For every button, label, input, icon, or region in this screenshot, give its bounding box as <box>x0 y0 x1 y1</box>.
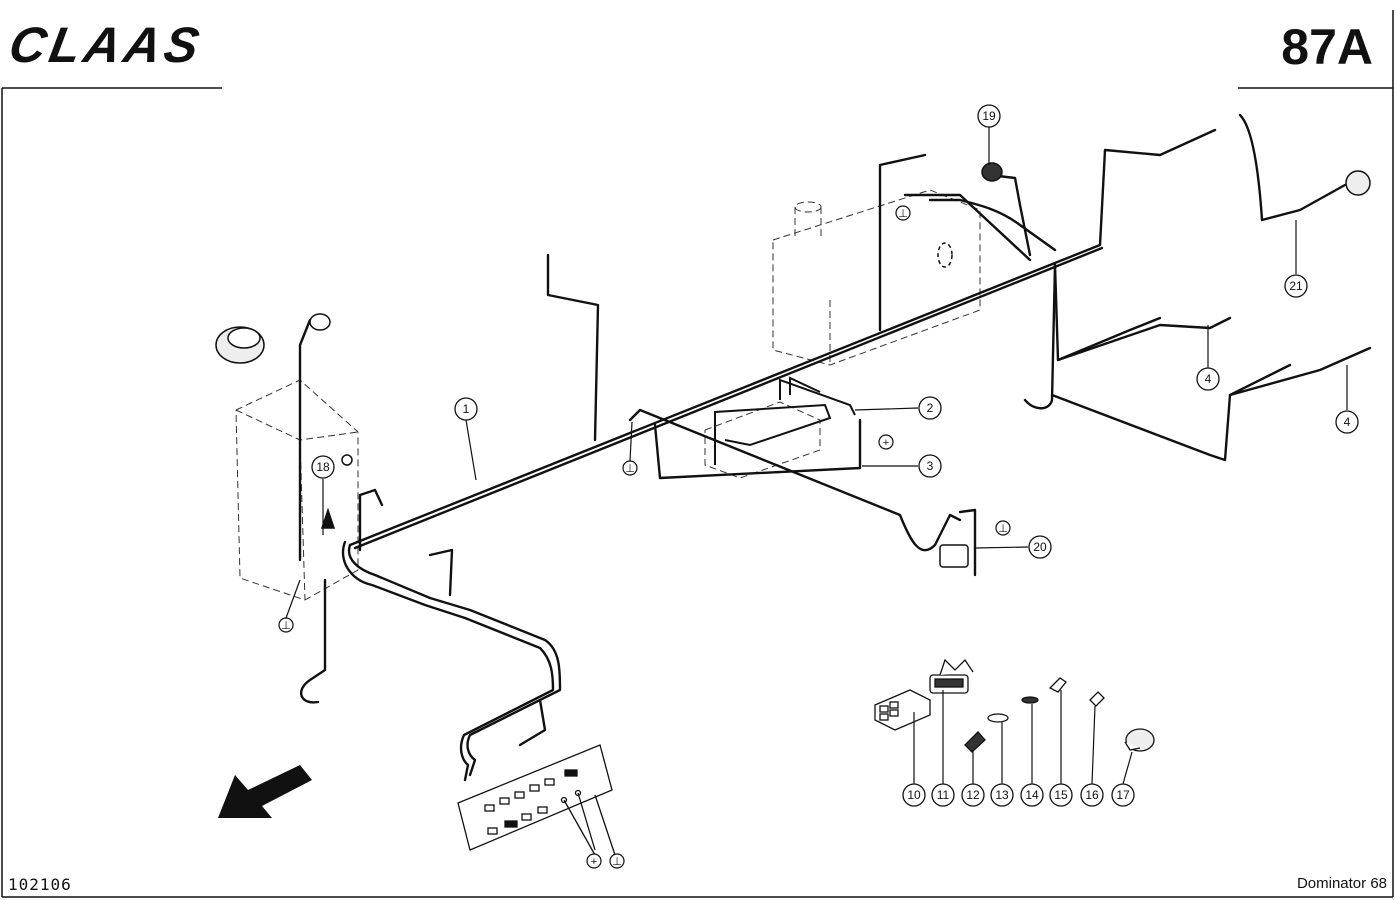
direction-arrow-icon <box>218 765 312 818</box>
ground-icon: ⊥ <box>995 520 1011 536</box>
main-harness <box>298 113 1372 782</box>
callout-14: 14 <box>1020 783 1044 807</box>
svg-text:10: 10 <box>907 788 921 802</box>
callout-21: 21 <box>1284 274 1308 298</box>
svg-text:⊥: ⊥ <box>625 463 635 475</box>
callout-4a: 4 <box>1196 367 1220 391</box>
svg-text:⊥: ⊥ <box>612 856 622 868</box>
leader-lines <box>322 127 1348 785</box>
svg-text:4: 4 <box>1205 372 1212 386</box>
callout-16: 16 <box>1080 783 1104 807</box>
svg-text:⊥: ⊥ <box>281 620 291 632</box>
callout-15: 15 <box>1049 783 1073 807</box>
callout-10: 10 <box>902 783 926 807</box>
svg-text:11: 11 <box>937 788 950 802</box>
ground-icon: ⊥ <box>278 617 294 633</box>
central-box-wiring <box>714 376 856 465</box>
callouts: 1 2 3 4 4 10 11 12 13 14 15 16 17 18 19 … <box>311 104 1359 807</box>
model-name: Dominator 68 <box>1296 875 1387 892</box>
svg-text:15: 15 <box>1054 788 1068 802</box>
svg-text:2: 2 <box>927 401 934 415</box>
plus-icon: + <box>586 853 602 869</box>
sheet-frame <box>1 10 1394 898</box>
callout-13: 13 <box>990 783 1014 807</box>
page-number: 87A <box>1281 19 1373 75</box>
callout-17: 17 <box>1111 783 1135 807</box>
connector-strip <box>457 744 616 856</box>
callout-11: 11 <box>931 783 955 807</box>
svg-text:⊥: ⊥ <box>898 208 908 220</box>
svg-text:1: 1 <box>463 402 470 416</box>
callout-4b: 4 <box>1335 410 1359 434</box>
svg-text:18: 18 <box>316 460 330 474</box>
ground-symbols: ⊥ ⊥ ⊥ ⊥ + + ⊥ <box>278 205 1011 869</box>
document-number: 102106 <box>8 875 72 894</box>
svg-text:12: 12 <box>966 788 980 802</box>
svg-text:21: 21 <box>1289 279 1303 293</box>
svg-text:19: 19 <box>982 109 996 123</box>
svg-text:4: 4 <box>1344 415 1351 429</box>
callout-18: 18 <box>311 455 335 479</box>
callout-1: 1 <box>454 397 478 421</box>
svg-text:17: 17 <box>1116 788 1130 802</box>
callout-2: 2 <box>918 396 942 420</box>
callout-20: 20 <box>1028 535 1052 559</box>
svg-text:16: 16 <box>1085 788 1099 802</box>
svg-text:13: 13 <box>995 788 1009 802</box>
svg-text:20: 20 <box>1033 540 1047 554</box>
svg-text:⊥: ⊥ <box>998 523 1008 535</box>
callout-3: 3 <box>918 454 942 478</box>
ground-icon: ⊥ <box>622 460 638 476</box>
gauge-component <box>215 162 1371 568</box>
ground-icon: ⊥ <box>609 853 625 869</box>
svg-text:+: + <box>591 856 597 868</box>
ground-icon: ⊥ <box>895 205 911 221</box>
callout-12: 12 <box>961 783 985 807</box>
plus-icon: + <box>878 434 894 450</box>
small-parts <box>874 658 1155 753</box>
dashed-housings <box>235 189 981 601</box>
svg-text:+: + <box>883 437 889 449</box>
callout-19: 19 <box>977 104 1001 128</box>
svg-text:14: 14 <box>1025 788 1039 802</box>
svg-text:3: 3 <box>927 459 934 473</box>
